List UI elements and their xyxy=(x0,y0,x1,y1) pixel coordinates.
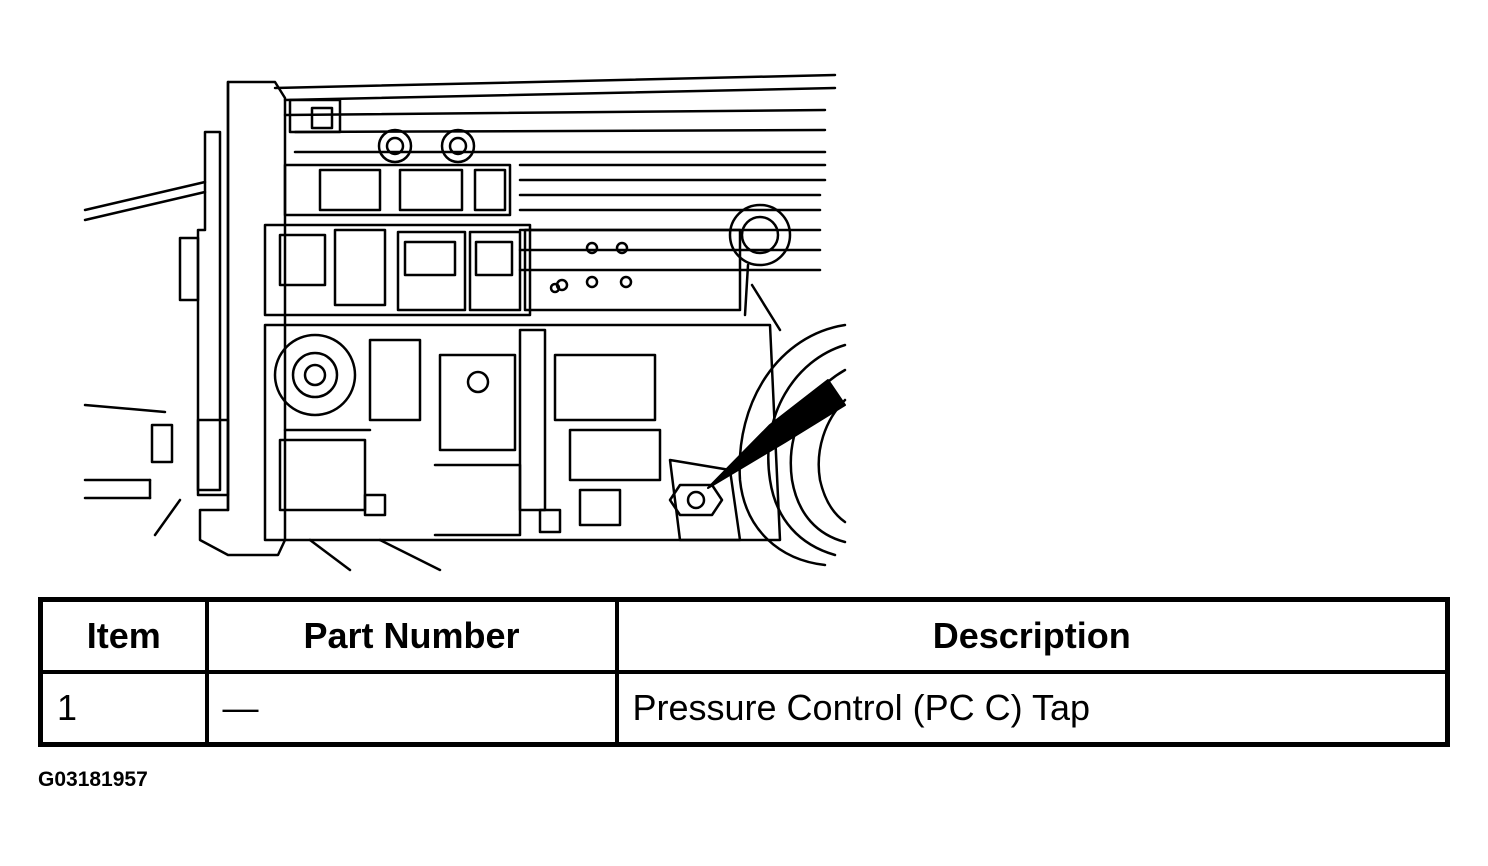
table-row: 1 — Pressure Control (PC C) Tap xyxy=(38,670,1450,747)
header-description: Description xyxy=(614,597,1450,674)
upper-right-bolt xyxy=(728,203,792,332)
parts-table: Item Part Number Description 1 — Pressur… xyxy=(38,597,1450,747)
pc-c-tap xyxy=(668,483,724,517)
upper-valve-body xyxy=(283,98,512,217)
transmission-illustration xyxy=(83,73,847,572)
table-header-row: Item Part Number Description xyxy=(38,597,1450,674)
header-item: Item xyxy=(38,597,209,674)
lower-valve-body xyxy=(263,323,782,572)
header-part-number: Part Number xyxy=(204,597,619,674)
cell-part-number: — xyxy=(204,670,619,747)
case-top-lines xyxy=(273,73,837,272)
middle-valve-body xyxy=(263,223,742,317)
left-housing xyxy=(150,80,372,557)
callout-arrow xyxy=(707,379,846,489)
cell-description: Pressure Control (PC C) Tap xyxy=(614,670,1450,747)
figure-code: G03181957 xyxy=(38,768,148,791)
cell-item: 1 xyxy=(38,670,209,747)
left-shaft xyxy=(83,180,207,537)
